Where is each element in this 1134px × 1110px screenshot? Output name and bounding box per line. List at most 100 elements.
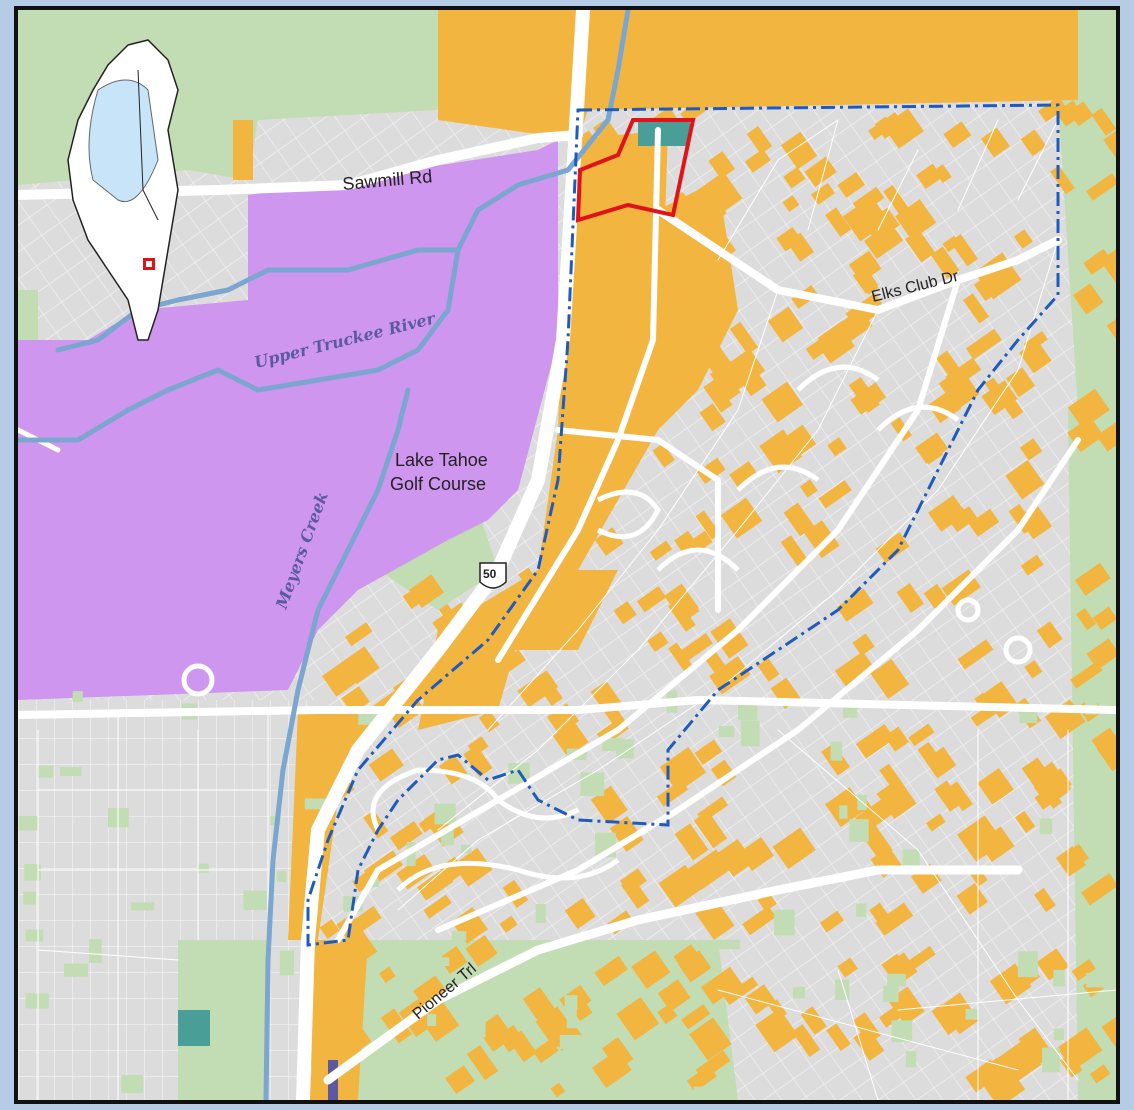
parcel-patch (883, 184, 911, 217)
parcel-patch (658, 864, 703, 908)
parcel-patch (466, 1044, 499, 1081)
green-parcel-patch (64, 963, 88, 977)
parcel-patch (341, 1018, 372, 1051)
parcel-patch (594, 955, 628, 987)
parcel-patch (738, 836, 775, 871)
green-parcel-patch (1053, 1028, 1064, 1041)
parcel-patch (1070, 661, 1103, 689)
parcel-patch (1076, 607, 1096, 631)
parcel-patch (696, 171, 743, 218)
green-parcel-patch (718, 939, 740, 950)
parcel-patch (674, 823, 709, 861)
parcel-patch (800, 479, 818, 498)
parcel-patch (879, 763, 907, 796)
parcel-patch (636, 586, 667, 613)
parcel-patch (1089, 1064, 1111, 1084)
parcel-patch (924, 746, 957, 779)
parcel-patch (977, 768, 1014, 805)
parcel-patch (389, 820, 423, 851)
road-network (18, 10, 1116, 1100)
parcel-patch (336, 914, 368, 948)
parcel-patch (478, 710, 500, 733)
parcel-patch (1101, 1013, 1116, 1047)
green-parcel-patch (18, 815, 38, 831)
parcel-patch (1005, 460, 1045, 500)
parcel-patch (467, 736, 489, 757)
parcel-patch (915, 432, 949, 464)
parcel-patch (1086, 638, 1116, 670)
parcel-patch (884, 726, 909, 752)
parcel-patch (710, 759, 737, 787)
parcel-patch (695, 1050, 731, 1081)
highway-shield-number: 50 (483, 567, 497, 581)
green-parcel-patch (891, 1020, 913, 1043)
parcel-patch (729, 461, 759, 489)
meyers-creek-line (263, 387, 411, 1100)
parcel-patch (1106, 313, 1116, 343)
green-parcel-patch (451, 931, 467, 941)
parcel-patch (926, 813, 946, 832)
parcel-patch (890, 417, 913, 442)
green-parcel-patch (23, 891, 37, 905)
green-parcel-patch (243, 890, 267, 910)
teal-parcel-north (638, 118, 690, 146)
parcel-patch (783, 502, 815, 537)
map-canvas[interactable]: Sawmill Rd Elks Club Dr Pioneer Trl Lake… (18, 10, 1116, 1100)
map-frame[interactable]: Sawmill Rd Elks Club Dr Pioneer Trl Lake… (14, 6, 1120, 1104)
parcel-patch (810, 182, 836, 205)
parcel-patch (1034, 887, 1056, 913)
green-parcel-patch (1042, 1047, 1060, 1073)
teal-parcel-south (178, 1010, 210, 1046)
parcel-patch (322, 658, 362, 697)
parcel-patch (700, 966, 743, 1005)
parcel-patch (875, 532, 910, 564)
parcel-patch (934, 780, 963, 812)
road-sawmill (18, 130, 583, 200)
parcel-patch (746, 126, 773, 155)
parcel-patch (1083, 248, 1112, 275)
parcel-patch (864, 222, 904, 260)
parcel-patch (1013, 229, 1033, 249)
parcel-patch (927, 390, 962, 424)
green-parcel-patch (279, 950, 294, 976)
green-parcel-patch (559, 1034, 582, 1050)
green-parcel-patch (276, 871, 287, 883)
parcel-patch (855, 724, 895, 759)
parcel-patch (564, 897, 596, 929)
parcel-patch (589, 391, 619, 419)
parcel-patch (965, 1059, 1002, 1093)
parcel-patch (761, 381, 804, 423)
parcel-patch (656, 779, 689, 807)
parcel-patch (378, 966, 396, 984)
parcel-patch (668, 642, 694, 673)
parcel-patch (647, 631, 669, 653)
parcel-patch (611, 346, 641, 373)
parcel-patch (681, 1004, 711, 1030)
parcel-patch (965, 328, 1002, 360)
green-parcel-patch (434, 803, 456, 825)
locator-inset-icon (67, 39, 179, 341)
parcel-patch (836, 588, 874, 622)
green-parcel-patch (219, 951, 232, 967)
green-parcel-patch (774, 909, 795, 936)
parcel-patch (869, 902, 890, 925)
parcel-patch (804, 520, 840, 559)
green-parcel-patch (562, 1072, 573, 1087)
parcel-patch (729, 321, 759, 355)
parcel-patch (945, 357, 982, 389)
parcel-patch (613, 601, 637, 625)
parcel-patch (957, 639, 994, 670)
parcel-patch (963, 293, 990, 324)
parcel-patch (755, 1008, 799, 1053)
minor-roads (181, 364, 1033, 892)
green-parcel-patch (204, 977, 215, 1002)
green-parcel-patch (564, 995, 578, 1010)
parcel-patch (907, 945, 936, 970)
green-parcel-patch (178, 1058, 188, 1076)
highway-shield-icon: 50 (479, 562, 507, 589)
parcel-patch (453, 847, 493, 887)
parcel-patch (1073, 283, 1104, 315)
green-parcel-patch (602, 737, 622, 752)
parcel-patch (982, 1066, 1026, 1100)
parcel-patch (416, 868, 454, 901)
